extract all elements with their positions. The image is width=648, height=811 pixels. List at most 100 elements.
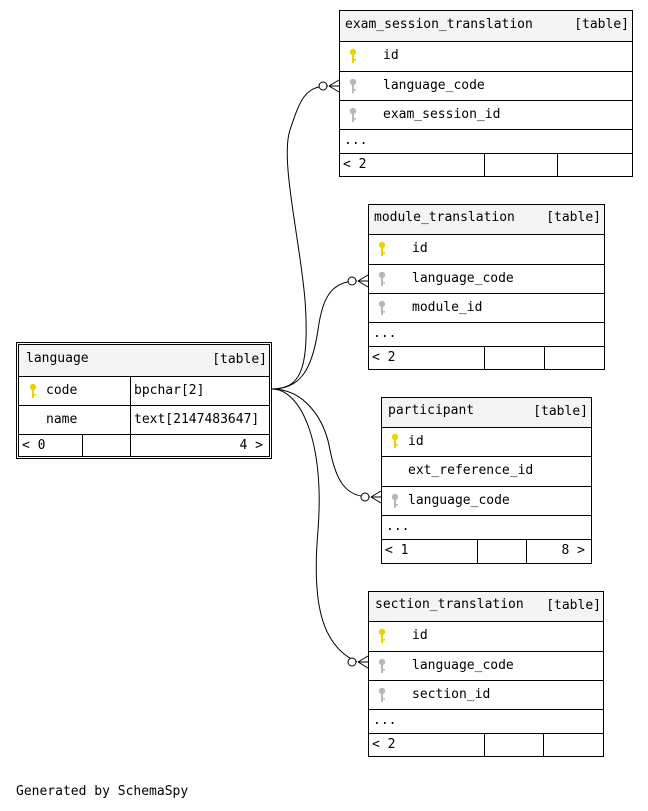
table-participant[interactable]: participant [table] id ext_reference_id … [381, 397, 592, 564]
column-name: id [412, 241, 428, 256]
more-columns-row[interactable]: ... [369, 709, 603, 733]
column-row[interactable]: id [369, 234, 604, 264]
primary-key-icon [29, 383, 37, 398]
column-row[interactable]: language_code [369, 651, 603, 680]
primary-key-icon [378, 628, 386, 643]
more-columns: ... [386, 519, 410, 534]
relationship-line-participant [271, 388, 371, 498]
table-module-translation[interactable]: module_translation [table] id language_c… [368, 204, 605, 370]
nav-cell [526, 540, 527, 563]
parents-link[interactable]: < 1 [385, 543, 409, 558]
table-language[interactable]: language [table] code bpchar[2] name tex… [16, 342, 272, 459]
column-name: language_code [383, 78, 485, 93]
relationship-line-section [271, 388, 358, 663]
table-name: section_translation [375, 597, 524, 612]
relationship-end-circle [360, 492, 370, 502]
more-columns-row[interactable]: ... [340, 129, 632, 153]
crowfoot-marker [328, 79, 340, 93]
table-header: section_translation [table] [369, 592, 603, 621]
children-link[interactable]: 4 > [239, 438, 263, 453]
column-datatype: text[2147483647] [134, 412, 260, 427]
column-row[interactable]: language_code [382, 486, 591, 515]
table-name: module_translation [374, 210, 515, 225]
column-name: name [46, 412, 78, 427]
relationship-line-exam-session [271, 85, 329, 390]
crowfoot-marker [357, 655, 369, 669]
children-link[interactable]: 8 > [561, 543, 585, 558]
column-row[interactable]: section_id [369, 680, 603, 709]
more-columns: ... [373, 326, 397, 341]
table-type: [table] [212, 352, 267, 367]
column-row[interactable]: language_code [369, 264, 604, 293]
table-type: [table] [546, 598, 601, 613]
column-name: code [46, 383, 78, 398]
more-columns-row[interactable]: ... [369, 322, 604, 346]
nav-cell [477, 540, 478, 563]
nav-row: < 2 [369, 733, 603, 756]
table-header: participant [table] [382, 398, 591, 427]
column-name: section_id [412, 687, 491, 702]
table-section-translation[interactable]: section_translation [table] id language_… [368, 591, 604, 757]
primary-key-icon [391, 433, 399, 448]
nav-cell [484, 154, 485, 176]
column-name: module_id [412, 300, 483, 315]
column-row[interactable]: id [382, 427, 591, 456]
column-name: language_code [412, 271, 514, 286]
relationship-end-circle [347, 276, 357, 286]
parents-link[interactable]: < 2 [372, 737, 396, 752]
foreign-key-icon [349, 107, 357, 122]
table-exam-session-translation[interactable]: exam_session_translation [table] id lang… [339, 10, 633, 177]
foreign-key-icon [378, 687, 386, 702]
foreign-key-icon [378, 271, 386, 286]
table-type: [table] [533, 404, 588, 419]
column-name: ext_reference_id [408, 463, 534, 478]
column-divider [130, 406, 131, 434]
table-name: participant [388, 403, 475, 418]
table-name: language [26, 351, 89, 366]
parents-link[interactable]: < 2 [343, 157, 367, 172]
column-row[interactable]: module_id [369, 293, 604, 322]
column-name: language_code [412, 658, 514, 673]
generated-by-footer: Generated by SchemaSpy [16, 784, 189, 799]
column-name: exam_session_id [383, 107, 501, 122]
parents-link[interactable]: < 2 [372, 350, 396, 365]
foreign-key-icon [349, 78, 357, 93]
foreign-key-icon [378, 300, 386, 315]
table-header: language [table] [19, 345, 269, 376]
more-columns: ... [344, 133, 368, 148]
column-row[interactable]: exam_session_id [340, 100, 632, 129]
foreign-key-icon [391, 493, 399, 508]
relationship-end-circle [318, 81, 328, 91]
column-row[interactable]: ext_reference_id [382, 456, 591, 486]
crowfoot-marker [370, 490, 382, 504]
table-header: module_translation [table] [369, 205, 604, 234]
column-name: id [412, 628, 428, 643]
column-row[interactable]: id [340, 41, 632, 71]
nav-row: < 1 8 > [382, 539, 591, 563]
table-type: [table] [546, 210, 601, 225]
column-row[interactable]: language_code [340, 71, 632, 100]
relationship-end-circle [347, 657, 357, 667]
nav-cell [130, 435, 131, 456]
nav-row: < 0 4 > [19, 434, 269, 456]
more-columns-row[interactable]: ... [382, 515, 591, 539]
nav-cell [484, 347, 485, 369]
nav-cell [484, 734, 485, 756]
nav-cell [82, 435, 83, 456]
nav-cell [543, 734, 544, 756]
column-name: language_code [408, 493, 510, 508]
nav-cell [544, 347, 545, 369]
column-row[interactable]: name text[2147483647] [19, 405, 269, 434]
nav-row: < 2 [369, 346, 604, 369]
column-row[interactable]: id [369, 621, 603, 651]
more-columns: ... [373, 713, 397, 728]
nav-cell [557, 154, 558, 176]
column-name: id [408, 434, 424, 449]
nav-row: < 2 [340, 153, 632, 176]
primary-key-icon [378, 241, 386, 256]
crowfoot-marker [357, 274, 369, 288]
parents-link[interactable]: < 0 [22, 438, 46, 453]
table-name: exam_session_translation [345, 17, 533, 32]
column-row[interactable]: code bpchar[2] [19, 376, 269, 405]
table-header: exam_session_translation [table] [340, 11, 632, 41]
